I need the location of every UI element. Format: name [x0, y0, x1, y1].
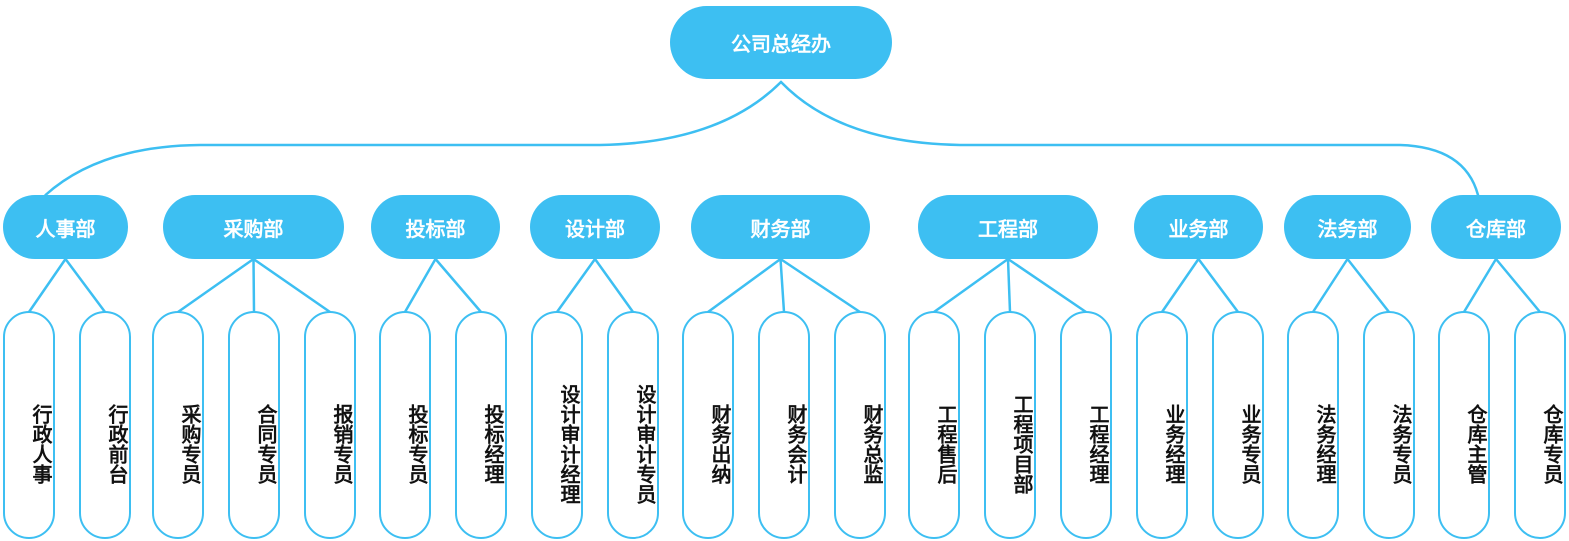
role-node: 法务经理: [1287, 311, 1339, 539]
role-node: 行政前台: [79, 311, 131, 539]
dept-role-link: [176, 257, 255, 314]
role-node: 业务专员: [1212, 311, 1264, 539]
dept-role-link: [1197, 257, 1240, 314]
role-label: 法务经理: [1313, 404, 1337, 484]
role-node: 投标经理: [455, 311, 507, 539]
dept-role-link: [932, 257, 1010, 314]
dept-role-link: [252, 257, 332, 314]
department-node: 业务部: [1134, 195, 1263, 259]
role-label: 投标经理: [481, 404, 505, 484]
dept-role-link: [1006, 257, 1012, 314]
dept-role-link: [1160, 257, 1200, 314]
role-label: 工程售后: [934, 404, 958, 484]
role-node: 投标专员: [379, 311, 431, 539]
role-label: 设计审计专员: [633, 384, 657, 504]
role-node: 设计审计经理: [531, 311, 583, 539]
role-node: 业务经理: [1136, 311, 1188, 539]
role-node: 合同专员: [228, 311, 280, 539]
root-link-right: [779, 80, 1480, 197]
dept-role-link: [403, 257, 437, 314]
role-label: 财务总监: [860, 404, 884, 484]
department-node: 法务部: [1284, 195, 1411, 259]
dept-role-link: [27, 257, 67, 314]
role-label: 合同专员: [254, 404, 278, 484]
role-label: 报销专员: [330, 404, 354, 484]
role-node: 采购专员: [152, 311, 204, 539]
dept-role-link: [1494, 257, 1542, 314]
role-node: 财务总监: [834, 311, 886, 539]
department-node: 工程部: [918, 195, 1098, 259]
department-node: 人事部: [3, 195, 128, 259]
role-label: 法务专员: [1389, 404, 1413, 484]
dept-role-link: [593, 257, 635, 314]
dept-role-link: [434, 257, 483, 314]
role-node: 工程经理: [1060, 311, 1112, 539]
role-node: 工程售后: [908, 311, 960, 539]
role-node: 法务专员: [1363, 311, 1415, 539]
role-label: 业务专员: [1238, 404, 1262, 484]
root-link-left: [44, 80, 783, 197]
dept-role-link: [1462, 257, 1498, 314]
department-node: 采购部: [163, 195, 344, 259]
dept-role-link: [1006, 257, 1088, 314]
role-label: 采购专员: [178, 404, 202, 484]
department-node: 设计部: [530, 195, 660, 259]
role-node: 仓库主管: [1438, 311, 1490, 539]
role-label: 仓库主管: [1464, 404, 1488, 484]
dept-role-link: [779, 257, 862, 314]
role-node: 行政人事: [3, 311, 55, 539]
role-label: 仓库专员: [1540, 404, 1564, 484]
role-label: 设计审计经理: [557, 384, 581, 504]
role-node: 报销专员: [304, 311, 356, 539]
role-label: 工程经理: [1086, 404, 1110, 484]
role-node: 财务会计: [758, 311, 810, 539]
role-label: 工程项目部: [1010, 394, 1034, 494]
role-node: 设计审计专员: [607, 311, 659, 539]
role-label: 财务出纳: [708, 404, 732, 484]
role-node: 财务出纳: [682, 311, 734, 539]
root-node: 公司总经办: [670, 6, 892, 79]
role-label: 行政人事: [29, 404, 53, 484]
department-node: 财务部: [691, 195, 870, 259]
dept-role-link: [1346, 257, 1391, 314]
dept-role-link: [252, 257, 256, 314]
dept-role-link: [1311, 257, 1349, 314]
dept-role-link: [555, 257, 597, 314]
role-node: 工程项目部: [984, 311, 1036, 539]
department-node: 投标部: [371, 195, 500, 259]
role-label: 业务经理: [1162, 404, 1186, 484]
role-label: 行政前台: [105, 404, 129, 484]
role-node: 仓库专员: [1514, 311, 1566, 539]
dept-role-link: [64, 257, 107, 314]
department-node: 仓库部: [1431, 195, 1561, 259]
role-label: 投标专员: [405, 404, 429, 484]
role-label: 财务会计: [784, 404, 808, 484]
dept-role-link: [779, 257, 786, 314]
dept-role-link: [706, 257, 782, 314]
